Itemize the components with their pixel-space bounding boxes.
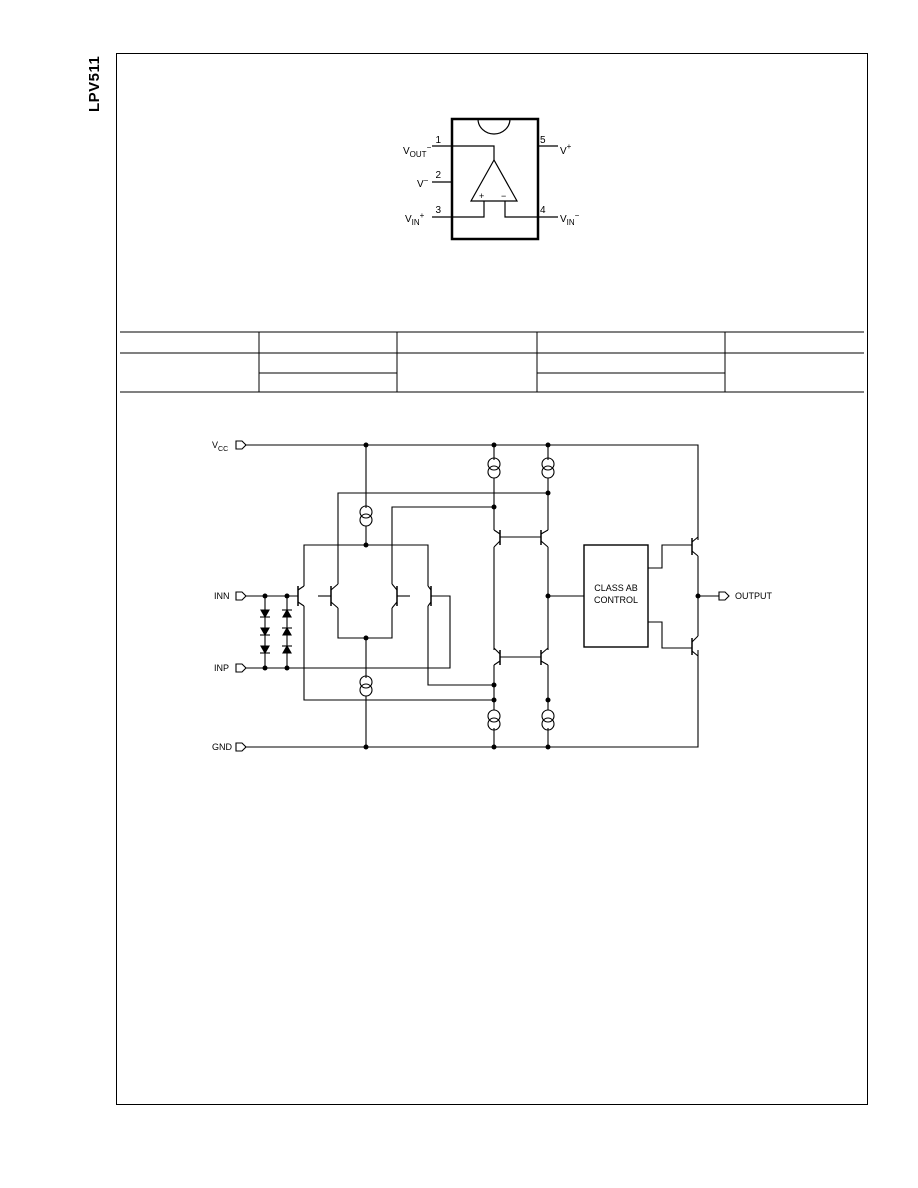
pin5-number: 5 xyxy=(540,135,546,146)
class-ab-label-line2: CONTROL xyxy=(594,595,638,605)
opamp-plus-sign: + xyxy=(479,191,484,201)
inp-pin-flag xyxy=(235,663,247,673)
vcc-rail xyxy=(245,444,699,540)
inn-label: INN xyxy=(214,591,230,601)
gnd-rail xyxy=(245,650,699,748)
output-pin-flag xyxy=(718,591,730,601)
pin1-label: VOUT− xyxy=(403,143,432,159)
clamp-diode xyxy=(260,645,270,655)
pin1-number: 1 xyxy=(435,135,441,146)
opamp-minus-sign: − xyxy=(501,191,506,201)
clamp-diode xyxy=(260,609,270,619)
inp-label: INP xyxy=(214,663,229,673)
ordering-table xyxy=(120,331,864,393)
gnd-pin-flag xyxy=(235,742,247,752)
gnd-label: GND xyxy=(212,742,233,752)
pmos-pair-tail xyxy=(303,544,429,586)
vcc-pin-flag xyxy=(235,440,247,450)
pin2-number: 2 xyxy=(435,170,441,181)
page-frame xyxy=(116,53,868,1105)
inn-pin-flag xyxy=(235,591,247,601)
pin3-number: 3 xyxy=(435,205,441,216)
vcc-label: VCC xyxy=(212,440,228,453)
pin3-label: VIN+ xyxy=(405,211,425,227)
pin4-number: 4 xyxy=(540,205,546,216)
pin4-wire xyxy=(504,201,558,218)
pin2-label: V− xyxy=(417,176,429,190)
package-outline xyxy=(450,117,540,241)
pin1-wire xyxy=(432,145,495,160)
clamp-diode xyxy=(282,608,292,618)
pin5-label: V+ xyxy=(560,142,572,157)
clamp-diode xyxy=(260,627,270,637)
inp-wire xyxy=(246,595,451,669)
opamp-triangle-symbol xyxy=(469,158,519,202)
pin3-wire xyxy=(432,201,485,218)
clamp-diode xyxy=(282,644,292,654)
class-ab-control-block xyxy=(583,544,649,648)
output-label: OUTPUT xyxy=(735,591,773,601)
nmos-pair-tail xyxy=(303,606,493,701)
pin1-notch xyxy=(477,118,511,135)
pin4-label: VIN− xyxy=(560,211,580,227)
clamp-diode xyxy=(282,626,292,636)
class-ab-label-line1: CLASS AB xyxy=(594,583,638,593)
